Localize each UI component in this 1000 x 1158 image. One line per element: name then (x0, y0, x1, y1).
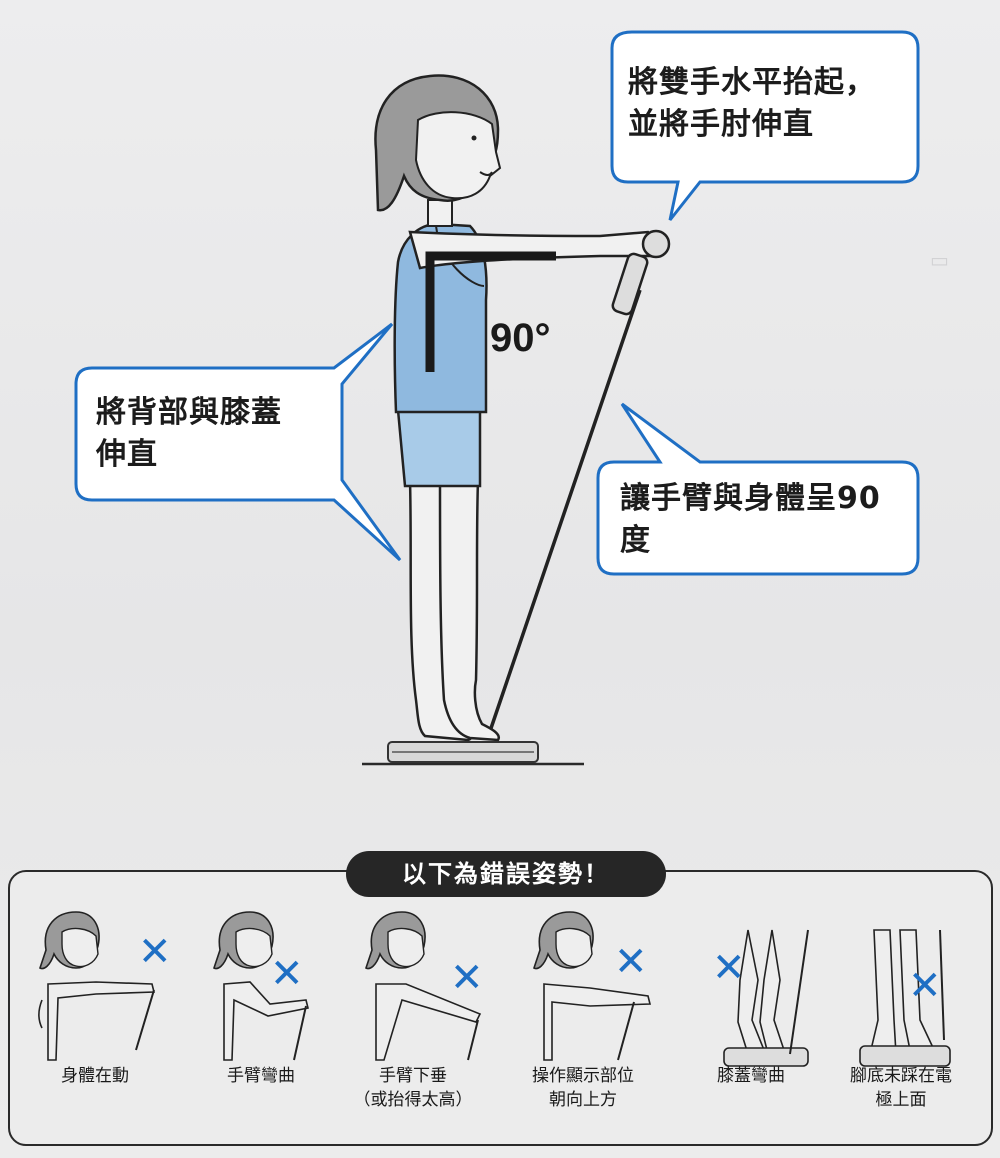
wrong-caption-arms-bent: 手臂彎曲 (227, 1066, 295, 1086)
wrong-caption-feet-off: 腳底未踩在電 極上面 (850, 1066, 952, 1110)
cross-icon: ✕ (712, 945, 746, 991)
extended-arm (408, 230, 662, 270)
callout-arm-angle-bubble (596, 402, 920, 576)
cross-icon: ✕ (908, 963, 942, 1009)
mini-figure-body-moving (38, 911, 156, 1061)
handle-cable (485, 289, 642, 741)
mini-figure-knees-bent (723, 929, 809, 1067)
shorts (396, 408, 482, 488)
wrong-caption-display-up: 操作顯示部位 朝向上方 (532, 1066, 634, 1110)
bleed-through-text: ▭ (930, 248, 949, 272)
callout-arms-bubble (610, 30, 920, 221)
mini-figure-feet-off-electrode (859, 929, 951, 1067)
mini-figure-display-up (533, 911, 652, 1061)
right-angle-marker (425, 251, 556, 372)
cross-icon: ✕ (450, 955, 484, 1001)
tank-top (393, 222, 488, 414)
cross-icon: ✕ (614, 939, 648, 985)
callout-arms-text: 將雙手水平抬起， 並將手肘伸直 (628, 65, 876, 142)
mini-figure-arms-bent (213, 911, 309, 1061)
handle-grip (611, 229, 671, 316)
legs (408, 478, 501, 742)
callout-back-knees-text: 將背部與膝蓋 伸直 (96, 395, 282, 472)
cross-icon: ✕ (138, 929, 172, 975)
angle-label: 90° (490, 316, 551, 360)
wrong-caption-body-moving: 身體在動 (61, 1066, 129, 1086)
cross-icon: ✕ (270, 951, 304, 997)
body-scale-illustration (362, 741, 584, 766)
main-illustration (74, 30, 920, 766)
mini-figure-arms-down (365, 911, 482, 1061)
callout-arm-angle-text: 讓手臂與身體呈90 度 (620, 481, 881, 558)
wrong-postures-panel (8, 870, 993, 1146)
wrong-caption-arms-down: 手臂下垂 （或抬得太高） (353, 1066, 473, 1110)
callout-back-knees-bubble (74, 322, 402, 562)
wrong-postures-illustrations (38, 911, 951, 1067)
wrong-postures-title: 以下為錯誤姿勢！ (346, 851, 666, 897)
woman-head (374, 74, 502, 212)
wrong-caption-knees-bent: 膝蓋彎曲 (717, 1066, 785, 1086)
